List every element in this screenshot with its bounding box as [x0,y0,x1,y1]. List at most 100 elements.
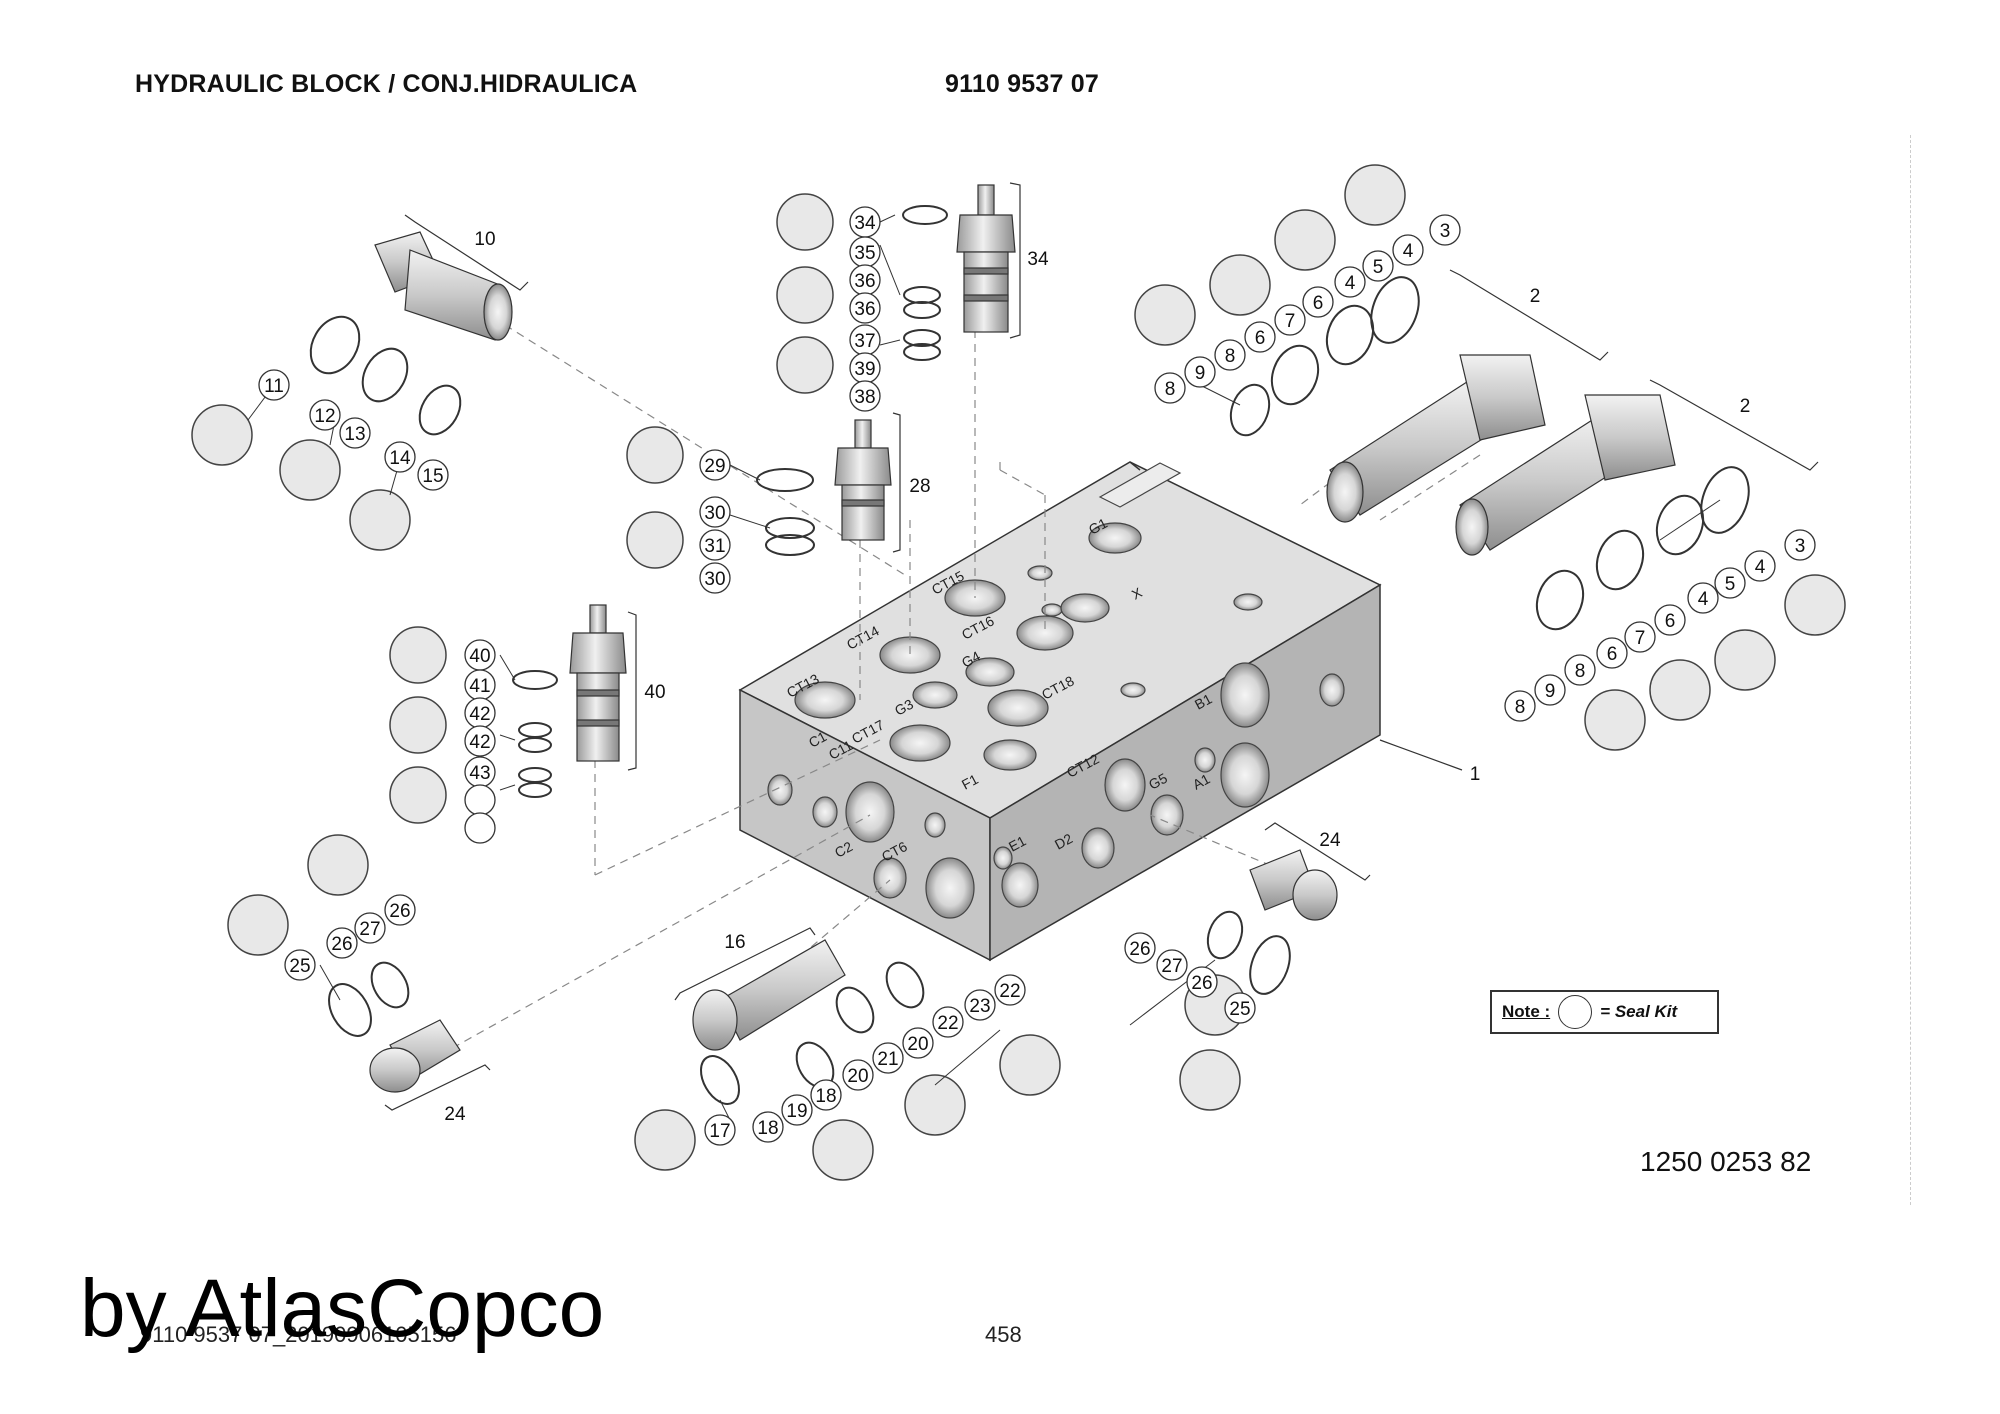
callout-bubble: 30 [699,562,731,594]
callout-bubble: 8 [1504,690,1536,722]
callout-bubble: 21 [872,1042,904,1074]
document-number: 9110 9537 07 [945,70,1099,98]
callout-number: 29 [704,456,725,477]
callout-number: 11 [264,376,284,397]
callout-bubble: 19 [781,1094,813,1126]
callout-bubble: 40 [464,639,496,671]
callout-bubble: 4 [1334,266,1366,298]
port-label: E1 [1006,832,1029,854]
callout-bubble: 26 [384,894,416,926]
callout-bubble: 7 [1624,621,1656,653]
callout-number: 18 [757,1118,778,1139]
callout-bubble: 5 [1362,250,1394,282]
callout-number: 20 [907,1034,928,1055]
callout-bubble: 8 [1564,654,1596,686]
block-right-face [989,583,1381,962]
file-reference: 9110 9537 07_20190906105156 [140,1322,457,1347]
callout-number: 4 [1755,557,1766,578]
cartridge-valve-32 [956,184,1016,333]
callout-number: 20 [847,1066,868,1087]
page-edge-rule [1910,135,1911,1205]
callout-bubble [464,812,496,844]
cartridge-2-upper [1326,354,1546,523]
callout-number: 27 [359,919,380,940]
callout-number: 9 [1195,363,1206,384]
watermark: by AtlasCopco [80,1263,605,1354]
right-face-ports [993,662,1345,908]
callout-bubble: 26 [1124,932,1156,964]
cartridge-16 [692,939,846,1051]
callout-number: 4 [1698,589,1709,610]
callout-bubble: 14 [384,441,416,473]
callout-bubble: 22 [994,974,1026,1006]
callout-number: 40 [469,646,490,667]
callout-bubble [464,784,496,816]
seal-kit-note: Note : = Seal Kit [1490,990,1719,1034]
callout-number: 27 [1161,956,1182,977]
block-nameplate [1098,462,1182,508]
cartridge-valve-28 [834,419,892,541]
callout-bubble: 34 [849,206,881,238]
callout-bubbles: 10 11 12 13 14 15 34 34 35 36 36 37 39 3… [258,206,1816,1146]
port-label: F1 [959,771,981,793]
callout-bubble: 26 [326,927,358,959]
callout-number: 25 [289,956,310,977]
seal-detail-insets [191,164,1846,1181]
callout-number: 4 [1403,241,1414,262]
callout-number: 2 [1740,396,1751,417]
callout-number: 23 [969,996,990,1017]
callout-bubble: 36 [849,292,881,324]
callout-bubble: 9 [1184,356,1216,388]
callout-number: 30 [704,503,725,524]
callout-bubble: 6 [1654,604,1686,636]
callout-number: 8 [1225,346,1236,367]
callout-number: 6 [1313,293,1324,314]
callout-bubble: 8 [1214,339,1246,371]
callout-number: 24 [1319,830,1341,851]
callout-number: 39 [854,359,875,380]
callout-number: 6 [1255,328,1266,349]
callout-number: 4 [1345,273,1356,294]
callout-bubble: 20 [902,1027,934,1059]
cartridge-10 [374,231,513,341]
callout-number: 3 [1795,536,1806,557]
cartridge-valve-38 [569,604,627,762]
callout-number: 19 [786,1101,807,1122]
front-face-ports [767,774,975,919]
callout-bubble: 5 [1714,567,1746,599]
callout-number: 40 [644,682,665,703]
callout-number: 1 [1470,764,1481,785]
callout-number: 36 [854,299,875,320]
plug-24-left [369,1019,461,1093]
seals [309,205,1750,1105]
callout-number: 37 [854,331,875,352]
callout-number: 3 [1440,221,1451,242]
callout-number: 36 [854,271,875,292]
callout-bubble: 23 [964,989,996,1021]
callout-bubble: 22 [932,1006,964,1038]
callout-number: 26 [1129,939,1150,960]
callout-number: 8 [1515,697,1526,718]
callout-bubble: 25 [1224,992,1256,1024]
port-label: D2 [1052,830,1076,853]
callout-bubble: 7 [1274,304,1306,336]
callout-number: 42 [469,732,490,753]
callout-number: 35 [854,243,875,264]
callout-number: 13 [344,424,365,445]
port-label: G4 [959,648,983,671]
callout-bubble: 39 [849,352,881,384]
callout-number: 42 [469,704,490,725]
callout-bubble: 4 [1687,582,1719,614]
callout-bubble: 20 [842,1059,874,1091]
callout-number: 41 [469,676,490,697]
seal-kit-circle-icon [1558,995,1593,1029]
port-label: C1 [806,728,830,751]
callout-number: 31 [704,536,725,557]
callout-bubble: 17 [704,1114,736,1146]
callout-number: 15 [422,466,443,487]
callout-bubble: 37 [849,324,881,356]
part-number: 1250 0253 82 [1640,1146,1812,1177]
callout-bubble: 31 [699,529,731,561]
group-brackets [384,182,1819,1111]
